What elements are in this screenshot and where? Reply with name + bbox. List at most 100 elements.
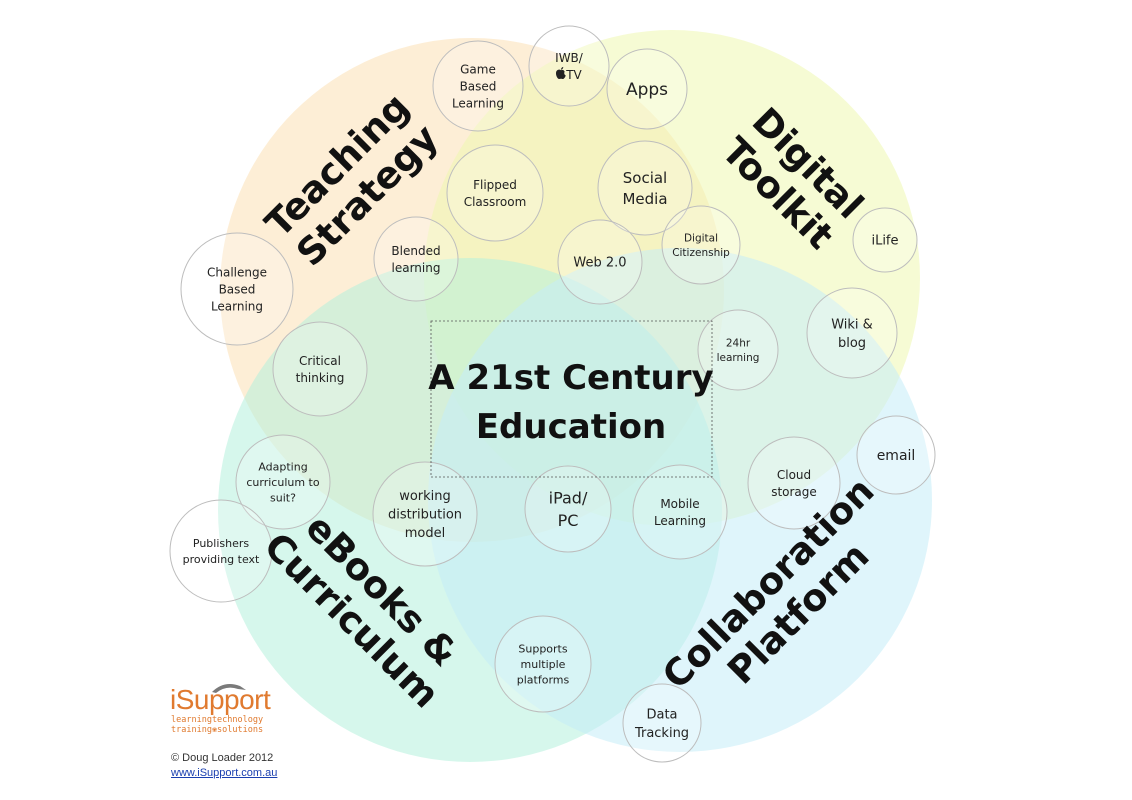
node-label-line: curriculum to	[246, 476, 319, 489]
node-label-line: platforms	[517, 674, 570, 687]
node-label-line: thinking	[296, 371, 345, 385]
node-circle	[494, 615, 592, 713]
node-circle	[806, 287, 898, 379]
node-circle	[661, 205, 741, 285]
node-circle	[446, 144, 544, 242]
node-label-line: model	[405, 526, 445, 541]
node-ilife: iLife	[852, 207, 918, 273]
node-web2: Web 2.0	[557, 219, 643, 305]
node-ipad: iPad/PC	[524, 465, 612, 553]
node-label-line: Adapting	[258, 460, 307, 473]
node-label-line: learning	[717, 352, 760, 364]
node-circle	[852, 207, 918, 273]
node-label-line: Based	[460, 79, 497, 93]
node-label-line: Tracking	[634, 726, 689, 741]
node-label-line: Apps	[626, 80, 668, 100]
copyright-text: © Doug Loader 2012	[171, 752, 274, 764]
node-label-line: suit?	[270, 492, 296, 505]
node-circle	[747, 436, 841, 530]
node-label-line: Media	[622, 190, 667, 208]
node-label-line: Citizenship	[672, 247, 730, 259]
node-circle	[856, 415, 936, 495]
node-label-line: iPad/	[549, 488, 588, 507]
center-box-border	[430, 320, 713, 478]
node-circle	[697, 309, 779, 391]
node-circle	[557, 219, 643, 305]
node-label-line: Game	[460, 62, 496, 76]
website-link[interactable]: www.iSupport.com.au	[171, 767, 278, 779]
node-label-line: multiple	[521, 658, 566, 671]
node-label-line: Based	[219, 282, 256, 296]
node-circle	[373, 216, 459, 302]
node-cloud: Cloud storage	[747, 436, 841, 530]
node-circle	[632, 464, 728, 560]
node-label-line: Mobile	[660, 497, 699, 511]
node-wiki: Wiki & blog	[806, 287, 898, 379]
node-circle	[524, 465, 612, 553]
node-label-line: Classroom	[464, 195, 527, 209]
node-label-line: Blended	[391, 244, 440, 258]
node-circle	[272, 321, 368, 417]
node-label-line: TV	[565, 68, 582, 82]
node-label-line: Wiki &	[831, 317, 873, 332]
isupport-logo: iSupport learningtechnology training❀sol…	[170, 684, 290, 744]
node-circle	[528, 25, 610, 107]
node-label-line: Social	[623, 169, 667, 187]
node-adapting: Adapting curriculum to suit?	[235, 434, 331, 530]
node-label-line: blog	[838, 336, 866, 351]
node-publishers: Publishers providing text	[169, 499, 273, 603]
logo-tagline-1: learningtechnology	[171, 715, 264, 725]
node-critical: Critical thinking	[272, 321, 368, 417]
topic-nodes: GameBasedLearningIWB/TVAppsFlippedClassr…	[169, 25, 936, 763]
logo-wordmark: iSupport	[170, 684, 271, 715]
node-label-line: Data	[646, 707, 677, 722]
node-label-line: Web 2.0	[573, 256, 626, 271]
node-label-line: Cloud	[777, 468, 811, 482]
node-circle	[169, 499, 273, 603]
logo-swoosh-icon	[212, 684, 246, 693]
node-blended: Blended learning	[373, 216, 459, 302]
node-circle	[180, 232, 294, 346]
node-label-line: PC	[558, 511, 579, 530]
node-label-line: IWB/	[555, 51, 584, 65]
node-circle	[597, 140, 693, 236]
node-label-line: working	[399, 489, 451, 504]
center-box: A 21st Century Education	[428, 320, 714, 478]
category-circle-collab	[428, 248, 932, 752]
center-title-line-2: Education	[476, 407, 666, 447]
logo-tagline-2: training❀solutions	[171, 725, 264, 735]
node-circle	[235, 434, 331, 530]
node-email: email	[856, 415, 936, 495]
node-label-line: Publishers	[193, 537, 249, 550]
node-iwb: IWB/TV	[528, 25, 610, 107]
node-24hr: 24hr learning	[697, 309, 779, 391]
node-label-line: Critical	[299, 354, 341, 368]
node-label-line: Supports	[518, 642, 567, 655]
node-apps: Apps	[606, 48, 688, 130]
node-label-line: Digital	[684, 232, 718, 244]
node-label-line: distribution	[388, 508, 462, 523]
node-label-line: 24hr	[726, 337, 751, 349]
node-label-line: iLife	[871, 234, 898, 249]
node-circle	[432, 40, 524, 132]
node-label-line: email	[877, 448, 916, 464]
node-circle	[622, 683, 702, 763]
node-label-line: learning	[392, 261, 441, 275]
node-label-line: Learning	[452, 96, 504, 110]
node-label-line: storage	[771, 485, 817, 499]
node-label-line: Learning	[654, 514, 706, 528]
category-circles	[218, 30, 932, 762]
node-label-line: Challenge	[207, 265, 267, 279]
center-title-line-1: A 21st Century	[428, 358, 713, 398]
apple-icon	[555, 66, 566, 80]
node-circle	[372, 461, 478, 567]
node-label-line: providing text	[183, 553, 260, 566]
